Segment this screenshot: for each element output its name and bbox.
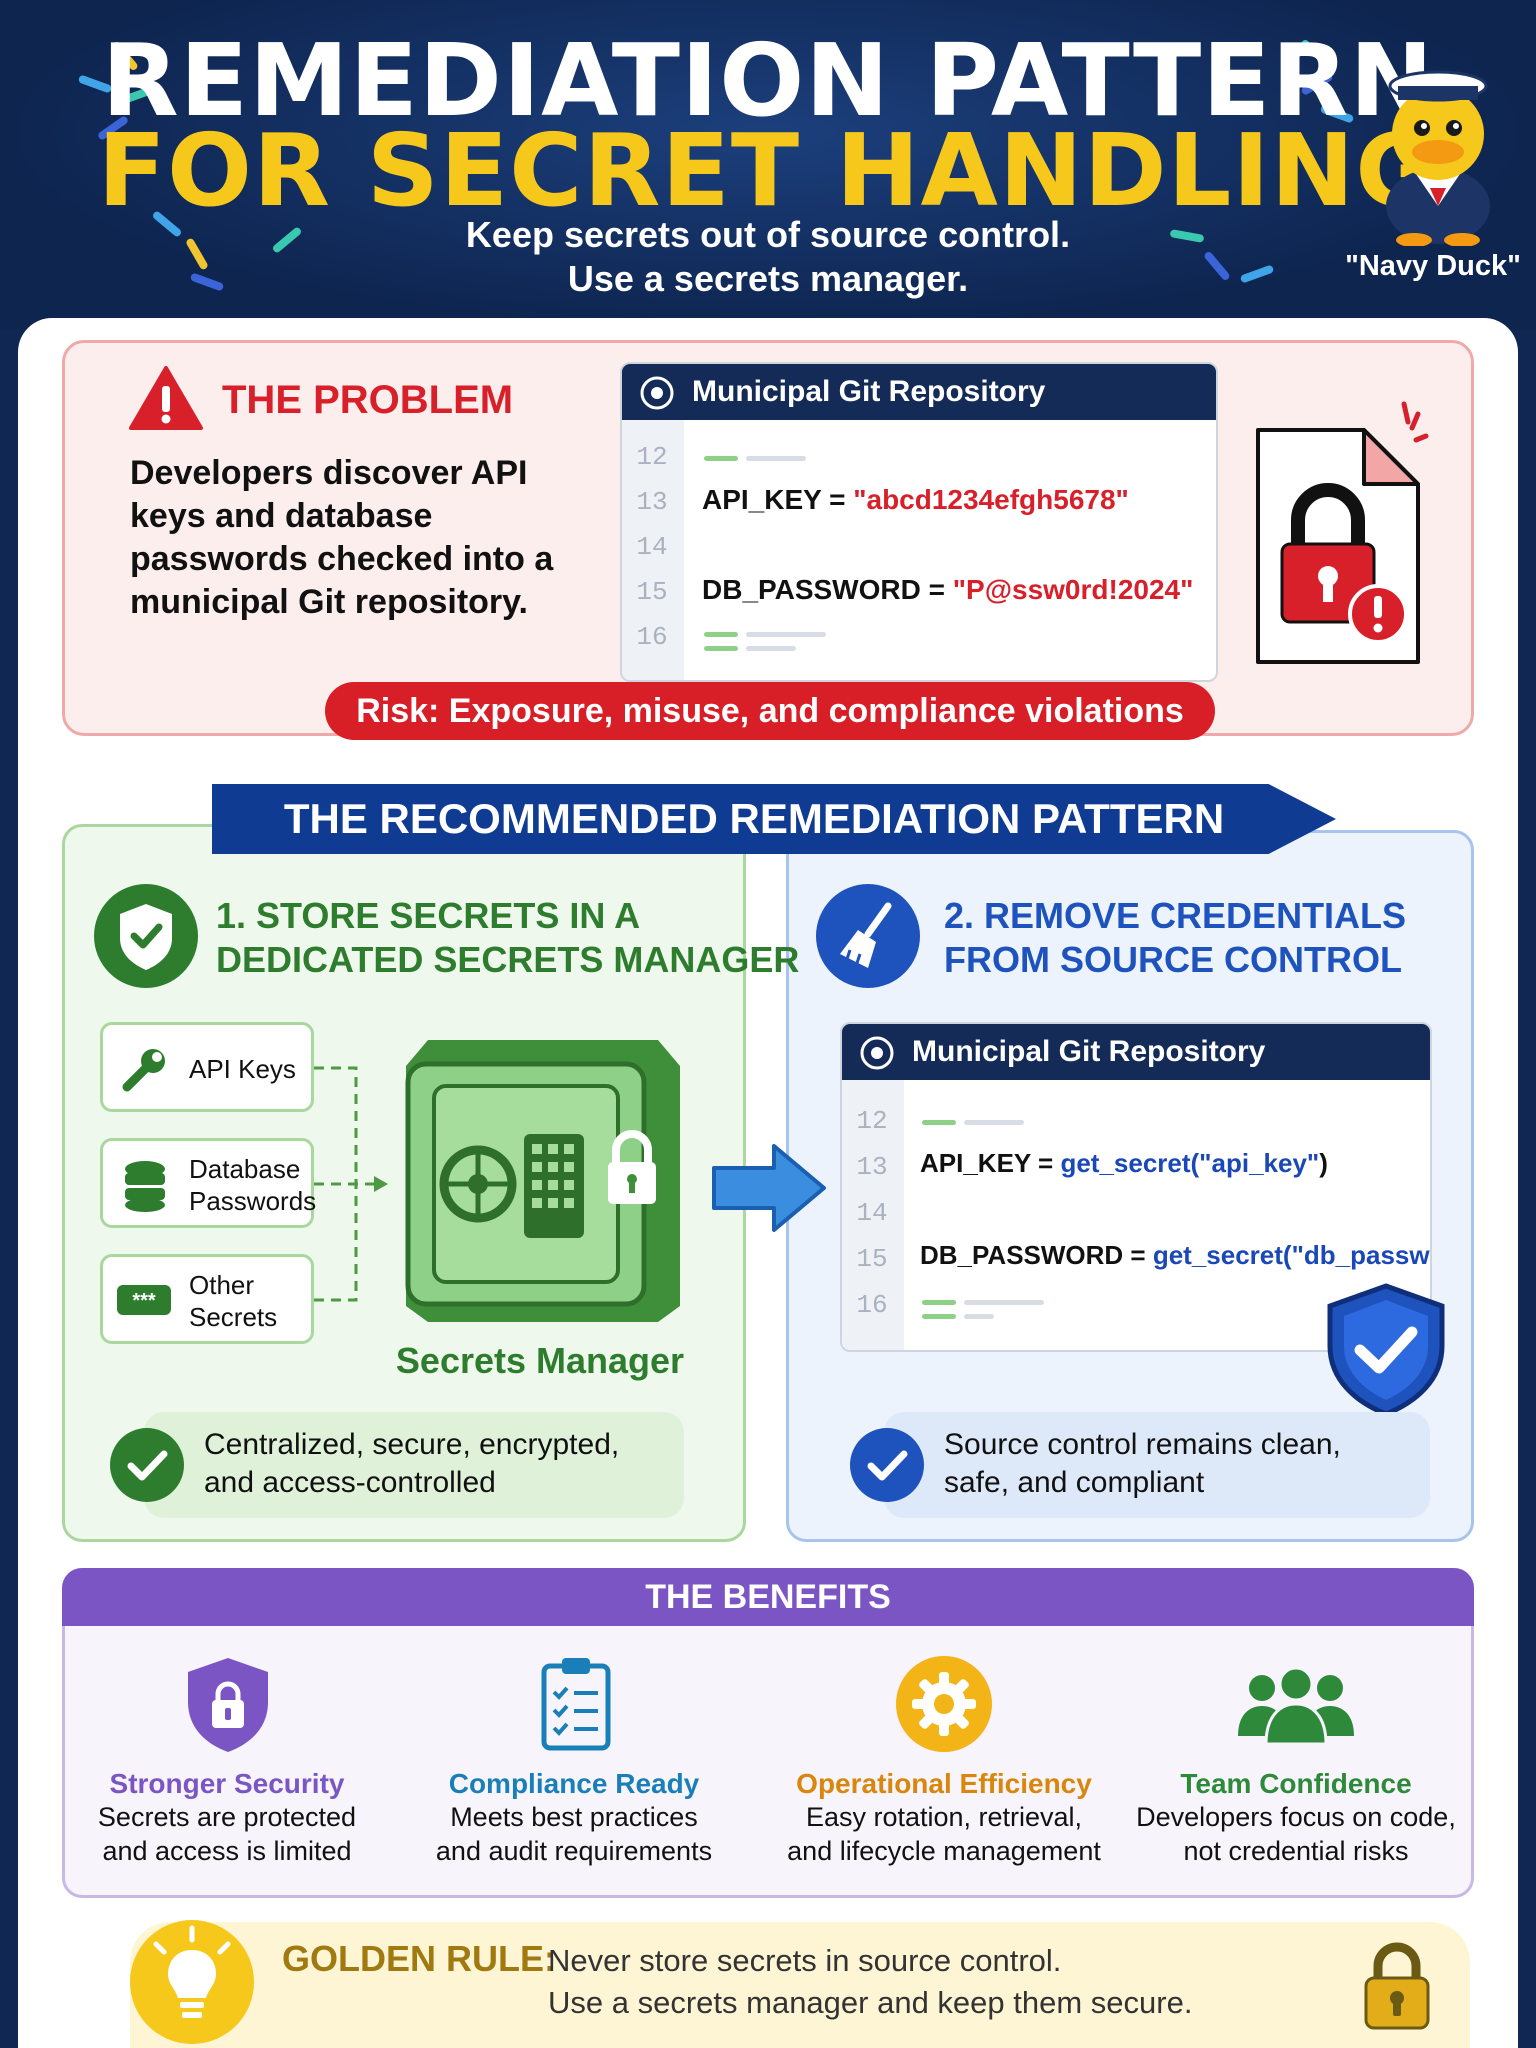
line-number: 13 [636, 487, 668, 517]
page-title-line2: FOR SECRET HANDLING [97, 112, 1439, 229]
line-number: 16 [636, 622, 668, 652]
header-background [0, 0, 1536, 330]
page-subtitle-line1: Keep secrets out of source control. [465, 214, 1071, 255]
wrench-icon [122, 1049, 165, 1092]
code-line-api-key: API_KEY = get_secret("api_key") [920, 1148, 1328, 1178]
page-title-line1: REMEDIATION PATTERN [101, 22, 1435, 139]
benefit-compliance-ready: Compliance Ready Meets best practices an… [435, 1768, 713, 1866]
repo-header: Municipal Git Repository [842, 1024, 1430, 1080]
golden-rule-card [130, 1922, 1470, 2048]
line-number: 13 [856, 1152, 888, 1182]
database-icon [125, 1161, 165, 1212]
line-number: 12 [856, 1106, 888, 1136]
broom-icon [816, 884, 920, 988]
step1-title: 1. STORE SECRETS IN A DEDICATED SECRETS … [216, 895, 800, 980]
golden-rule-text: Never store secrets in source control. U… [548, 1943, 1193, 2020]
step2-summary: Source control remains clean, safe, and … [944, 1428, 1341, 1499]
benefit-stronger-security: Stronger Security Secrets are protected … [97, 1768, 357, 1866]
repo-header: Municipal Git Repository [622, 364, 1216, 420]
navy-duck-mascot-icon [1386, 70, 1490, 246]
step2-title: 2. REMOVE CREDENTIALS FROM SOURCE CONTRO… [944, 895, 1407, 980]
gear-icon [896, 1656, 992, 1752]
benefit-team-confidence: Team Confidence Developers focus on code… [1136, 1768, 1456, 1866]
code-line-api-key: API_KEY = "abcd1234efgh5678" [702, 484, 1129, 515]
secret-ref-db-password: "db_password" [1291, 1240, 1430, 1270]
step1-summary-pill [144, 1412, 684, 1518]
line-number: 14 [856, 1198, 888, 1228]
repo-title: Municipal Git Repository [692, 375, 1046, 408]
github-icon [640, 376, 674, 410]
line-number: 14 [636, 532, 668, 562]
page-subtitle-line2: Use a secrets manager. [567, 258, 969, 299]
line-number: 15 [636, 577, 668, 607]
check-circle-icon [850, 1428, 924, 1502]
mascot-caption: "Navy Duck" [1345, 250, 1521, 282]
secret-ref-api-key: "api_key" [1199, 1148, 1320, 1178]
pattern-banner: THE RECOMMENDED REMEDIATION PATTERN [212, 784, 1336, 854]
arrow-right-icon [712, 1144, 826, 1232]
shield-lock-icon [188, 1658, 268, 1752]
code-line-db-password: DB_PASSWORD = "P@ssw0rd!2024" [702, 574, 1194, 605]
line-number: 12 [636, 442, 668, 472]
code-line-db-password: DB_PASSWORD = get_secret("db_password") [920, 1240, 1430, 1271]
benefit-operational-efficiency: Operational Efficiency Easy rotation, re… [787, 1768, 1101, 1866]
clipboard-checklist-icon [541, 1658, 611, 1751]
warning-icon [129, 366, 203, 430]
padlock-icon [1364, 1942, 1430, 2030]
clean-repo-window: Municipal Git Repository 12 13 14 15 16 … [840, 1022, 1432, 1352]
shield-check-icon [94, 884, 198, 988]
lightbulb-icon [130, 1920, 254, 2044]
secrets-manager-label: Secrets Manager [395, 1340, 685, 1381]
step2-summary-pill [884, 1412, 1430, 1518]
secrets-vault-icon [405, 1040, 680, 1322]
problem-repo-window: Municipal Git Repository 12 13 14 15 16 … [620, 362, 1218, 682]
repo-title: Municipal Git Repository [912, 1035, 1266, 1068]
exposed-api-key: "abcd1234efgh5678" [853, 484, 1129, 515]
line-number: 16 [856, 1290, 888, 1320]
line-number: 15 [856, 1244, 888, 1274]
risk-banner: Risk: Exposure, misuse, and compliance v… [325, 682, 1215, 740]
password-field-icon: *** [117, 1285, 171, 1315]
chip-other-secrets: *** Other Secrets [100, 1254, 314, 1344]
benefits-title: THE BENEFITS [62, 1568, 1474, 1626]
golden-rule-title: GOLDEN RULE: [282, 1938, 556, 1979]
chip-api-keys: API Keys [100, 1022, 314, 1112]
locked-file-alert-icon [1256, 401, 1429, 664]
exposed-db-password: "P@ssw0rd!2024" [952, 574, 1194, 605]
connector-lines [314, 1066, 388, 1302]
team-icon [1238, 1666, 1354, 1746]
problem-title: THE PROBLEM [222, 378, 514, 422]
chip-database-passwords: Database Passwords [100, 1138, 316, 1228]
shield-check-badge-icon [1327, 1283, 1445, 1417]
github-icon [860, 1036, 894, 1070]
check-circle-icon [110, 1428, 184, 1502]
problem-description: Developers discover API keys and databas… [130, 454, 554, 621]
step1-summary: Centralized, secure, encrypted, and acce… [204, 1428, 620, 1499]
